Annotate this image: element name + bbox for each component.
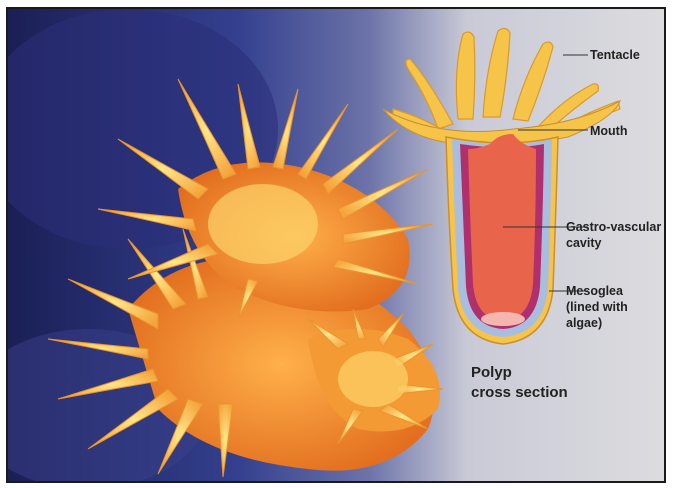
label-mouth: Mouth	[590, 124, 627, 138]
polyp-illustration: Tentacle Mouth Gastro-vascular cavity Me…	[8, 9, 664, 481]
label-mesoglea-line1: Mesoglea	[566, 284, 624, 298]
caption-line1: Polyp	[471, 364, 512, 381]
coral-oral-disc	[338, 351, 408, 407]
caption-line2: cross section	[471, 384, 568, 401]
cavity-base	[481, 312, 525, 326]
label-gastro-line1: Gastro-vascular	[566, 220, 661, 234]
diagram-frame: Tentacle Mouth Gastro-vascular cavity Me…	[6, 7, 666, 483]
label-mesoglea-line2: (lined with	[566, 300, 628, 314]
coral-oral-disc	[208, 184, 318, 264]
label-gastro-line2: cavity	[566, 236, 601, 250]
label-tentacle: Tentacle	[590, 48, 640, 62]
label-mesoglea-line3: algae)	[566, 316, 602, 330]
